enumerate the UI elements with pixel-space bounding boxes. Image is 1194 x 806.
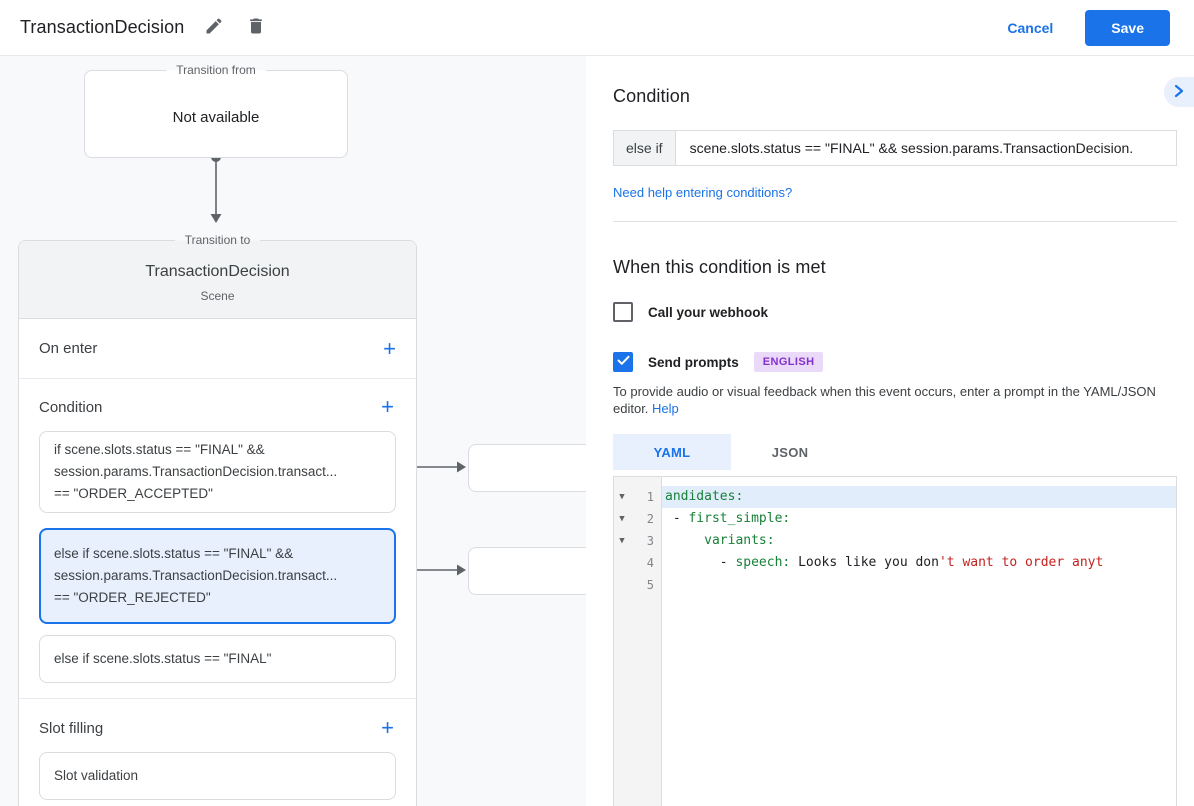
checkmark-icon bbox=[617, 353, 630, 371]
code-token: Looks like you don bbox=[790, 555, 939, 570]
transition-from-legend: Transition from bbox=[166, 63, 266, 77]
flow-canvas: Transition from Not available Transition… bbox=[0, 56, 586, 806]
code-line: andidates: bbox=[662, 486, 1176, 508]
when-met-title: When this condition is met bbox=[613, 257, 826, 277]
plus-icon: + bbox=[381, 715, 394, 740]
condition-card-final[interactable]: else if scene.slots.status == "FINAL" bbox=[39, 635, 396, 683]
code-token: variants: bbox=[704, 533, 775, 548]
tab-yaml[interactable]: YAML bbox=[613, 434, 731, 470]
app-header: TransactionDecision Cancel Save bbox=[0, 0, 1194, 56]
language-badge: ENGLISH bbox=[753, 352, 824, 372]
send-prompts-label[interactable]: Send prompts bbox=[648, 354, 739, 370]
line-number: 3 bbox=[646, 534, 654, 548]
fold-toggle-icon[interactable]: ▼ bbox=[619, 514, 625, 524]
delete-scene-button[interactable] bbox=[244, 16, 268, 40]
line-number: 1 bbox=[646, 490, 654, 504]
transition-from-value: Not available bbox=[172, 109, 260, 126]
on-enter-row[interactable]: On enter + bbox=[19, 319, 416, 379]
condition-detail-panel: Condition else if scene.slots.status == … bbox=[586, 56, 1194, 806]
cancel-button[interactable]: Cancel bbox=[1007, 19, 1054, 36]
fold-toggle-icon[interactable]: ▼ bbox=[619, 492, 625, 502]
code-token: - bbox=[665, 511, 689, 526]
prompt-description-text: To provide audio or visual feedback when… bbox=[613, 384, 1156, 416]
panel-title: Condition bbox=[613, 86, 690, 106]
slot-card-label: Slot validation bbox=[54, 768, 139, 783]
prompt-help-link[interactable]: Help bbox=[652, 401, 679, 416]
fold-toggle-icon[interactable]: ▼ bbox=[619, 536, 625, 546]
condition-line: else if scene.slots.status == "FINAL" bbox=[54, 651, 272, 666]
webhook-row: Call your webhook bbox=[613, 302, 1177, 322]
code-line: - speech: Looks like you don't want to o… bbox=[662, 552, 1176, 574]
code-token bbox=[665, 533, 704, 548]
tab-json[interactable]: JSON bbox=[731, 434, 849, 470]
slot-filling-label: Slot filling bbox=[39, 719, 104, 737]
send-prompts-row: Send prompts ENGLISH bbox=[613, 352, 1177, 372]
slot-validation-card[interactable]: Slot validation bbox=[39, 752, 396, 800]
condition-help-link[interactable]: Need help entering conditions? bbox=[613, 185, 793, 200]
condition-expression-row: else if scene.slots.status == "FINAL" &&… bbox=[613, 130, 1177, 166]
divider bbox=[19, 698, 416, 699]
page-title: TransactionDecision bbox=[20, 17, 185, 37]
add-on-enter-button[interactable]: + bbox=[381, 335, 398, 361]
condition-card-rejected-selected[interactable]: else if scene.slots.status == "FINAL" &&… bbox=[39, 528, 396, 624]
webhook-label[interactable]: Call your webhook bbox=[648, 304, 769, 320]
condition-card-accepted[interactable]: if scene.slots.status == "FINAL" && sess… bbox=[39, 431, 396, 513]
scene-type-label: Scene bbox=[200, 288, 235, 303]
transition-target-box-2[interactable] bbox=[468, 547, 586, 595]
chevron-right-icon bbox=[1174, 84, 1184, 101]
collapse-panel-button[interactable] bbox=[1164, 77, 1194, 107]
code-token: - bbox=[665, 555, 736, 570]
plus-icon: + bbox=[383, 335, 396, 361]
pencil-icon bbox=[204, 16, 224, 39]
condition-expression-input[interactable]: scene.slots.status == "FINAL" && session… bbox=[689, 140, 1134, 156]
slot-filling-section: Slot filling + Slot validation bbox=[19, 699, 416, 806]
send-prompts-checkbox[interactable] bbox=[613, 352, 633, 372]
divider bbox=[613, 221, 1177, 222]
transition-from-box: Transition from Not available bbox=[84, 63, 348, 158]
line-number: 4 bbox=[646, 556, 654, 570]
condition-line: == "ORDER_REJECTED" bbox=[54, 590, 211, 605]
code-token: 't want to order anyt bbox=[938, 555, 1104, 570]
condition-line: == "ORDER_ACCEPTED" bbox=[54, 486, 213, 501]
line-number: 2 bbox=[646, 512, 654, 526]
condition-line: if scene.slots.status == "FINAL" && bbox=[54, 442, 265, 457]
yaml-editor: ▼ 1 ▼ 2 ▼ 3 4 5 andidates: - first_simple: … bbox=[613, 476, 1177, 806]
condition-section-label: Condition bbox=[39, 398, 103, 416]
code-token: speech: bbox=[735, 555, 791, 570]
transition-target-box-1[interactable] bbox=[468, 444, 586, 492]
transition-to-legend: Transition to bbox=[174, 233, 261, 247]
on-enter-label: On enter bbox=[39, 340, 98, 357]
edit-scene-button[interactable] bbox=[202, 16, 226, 40]
prompt-description: To provide audio or visual feedback when… bbox=[613, 383, 1177, 417]
condition-line: else if scene.slots.status == "FINAL" && bbox=[54, 546, 294, 561]
editor-gutter: ▼ 1 ▼ 2 ▼ 3 4 5 bbox=[614, 477, 662, 806]
trash-icon bbox=[246, 16, 266, 39]
add-condition-button[interactable]: + bbox=[379, 396, 396, 418]
save-button[interactable]: Save bbox=[1085, 9, 1170, 46]
condition-line: session.params.TransactionDecision.trans… bbox=[54, 568, 338, 583]
add-slot-button[interactable]: + bbox=[379, 717, 396, 739]
plus-icon: + bbox=[381, 394, 394, 419]
scene-card: Transition to TransactionDecision Scene … bbox=[18, 233, 417, 806]
code-line: - first_simple: bbox=[662, 508, 1176, 530]
code-line: variants: bbox=[662, 530, 1176, 552]
code-token: andidates: bbox=[665, 489, 744, 504]
webhook-checkbox[interactable] bbox=[613, 302, 633, 322]
editor-code-area[interactable]: andidates: - first_simple: variants: - s… bbox=[662, 477, 1176, 806]
code-token: first_simple: bbox=[688, 511, 791, 526]
condition-line: session.params.TransactionDecision.trans… bbox=[54, 464, 338, 479]
code-line bbox=[662, 574, 1176, 596]
scene-name: TransactionDecision bbox=[145, 262, 290, 280]
scene-header[interactable]: TransactionDecision Scene bbox=[19, 241, 416, 319]
editor-tab-bar: YAML JSON bbox=[613, 434, 1177, 470]
line-number: 5 bbox=[646, 578, 654, 592]
condition-section: Condition + if scene.slots.status == "FI… bbox=[19, 379, 416, 683]
elseif-keyword: else if bbox=[614, 131, 676, 165]
